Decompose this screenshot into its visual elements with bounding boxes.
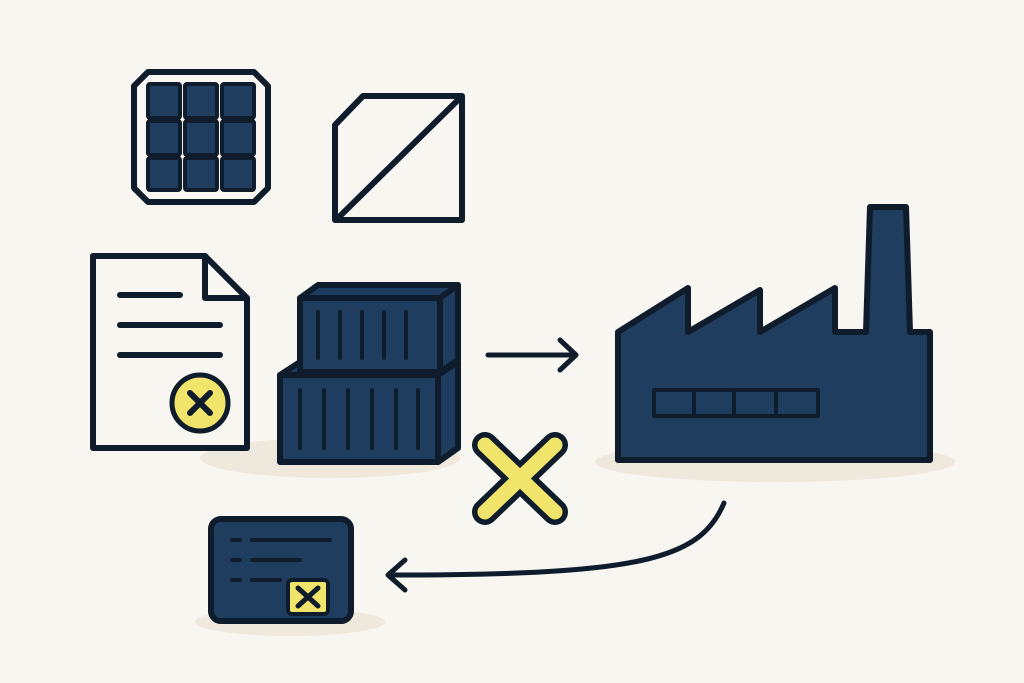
- return-arrow-icon: [385, 500, 727, 593]
- stacked-containers-icon: [277, 282, 461, 465]
- document-rejected-icon: [90, 253, 250, 451]
- arrow-right-icon: [485, 337, 579, 373]
- factory-icon: [615, 204, 933, 463]
- solar-cell-icon: [131, 69, 271, 205]
- split-square-icon: [332, 93, 465, 223]
- rejected-card-icon: [208, 516, 354, 624]
- yellow-cross-icon: [472, 432, 568, 525]
